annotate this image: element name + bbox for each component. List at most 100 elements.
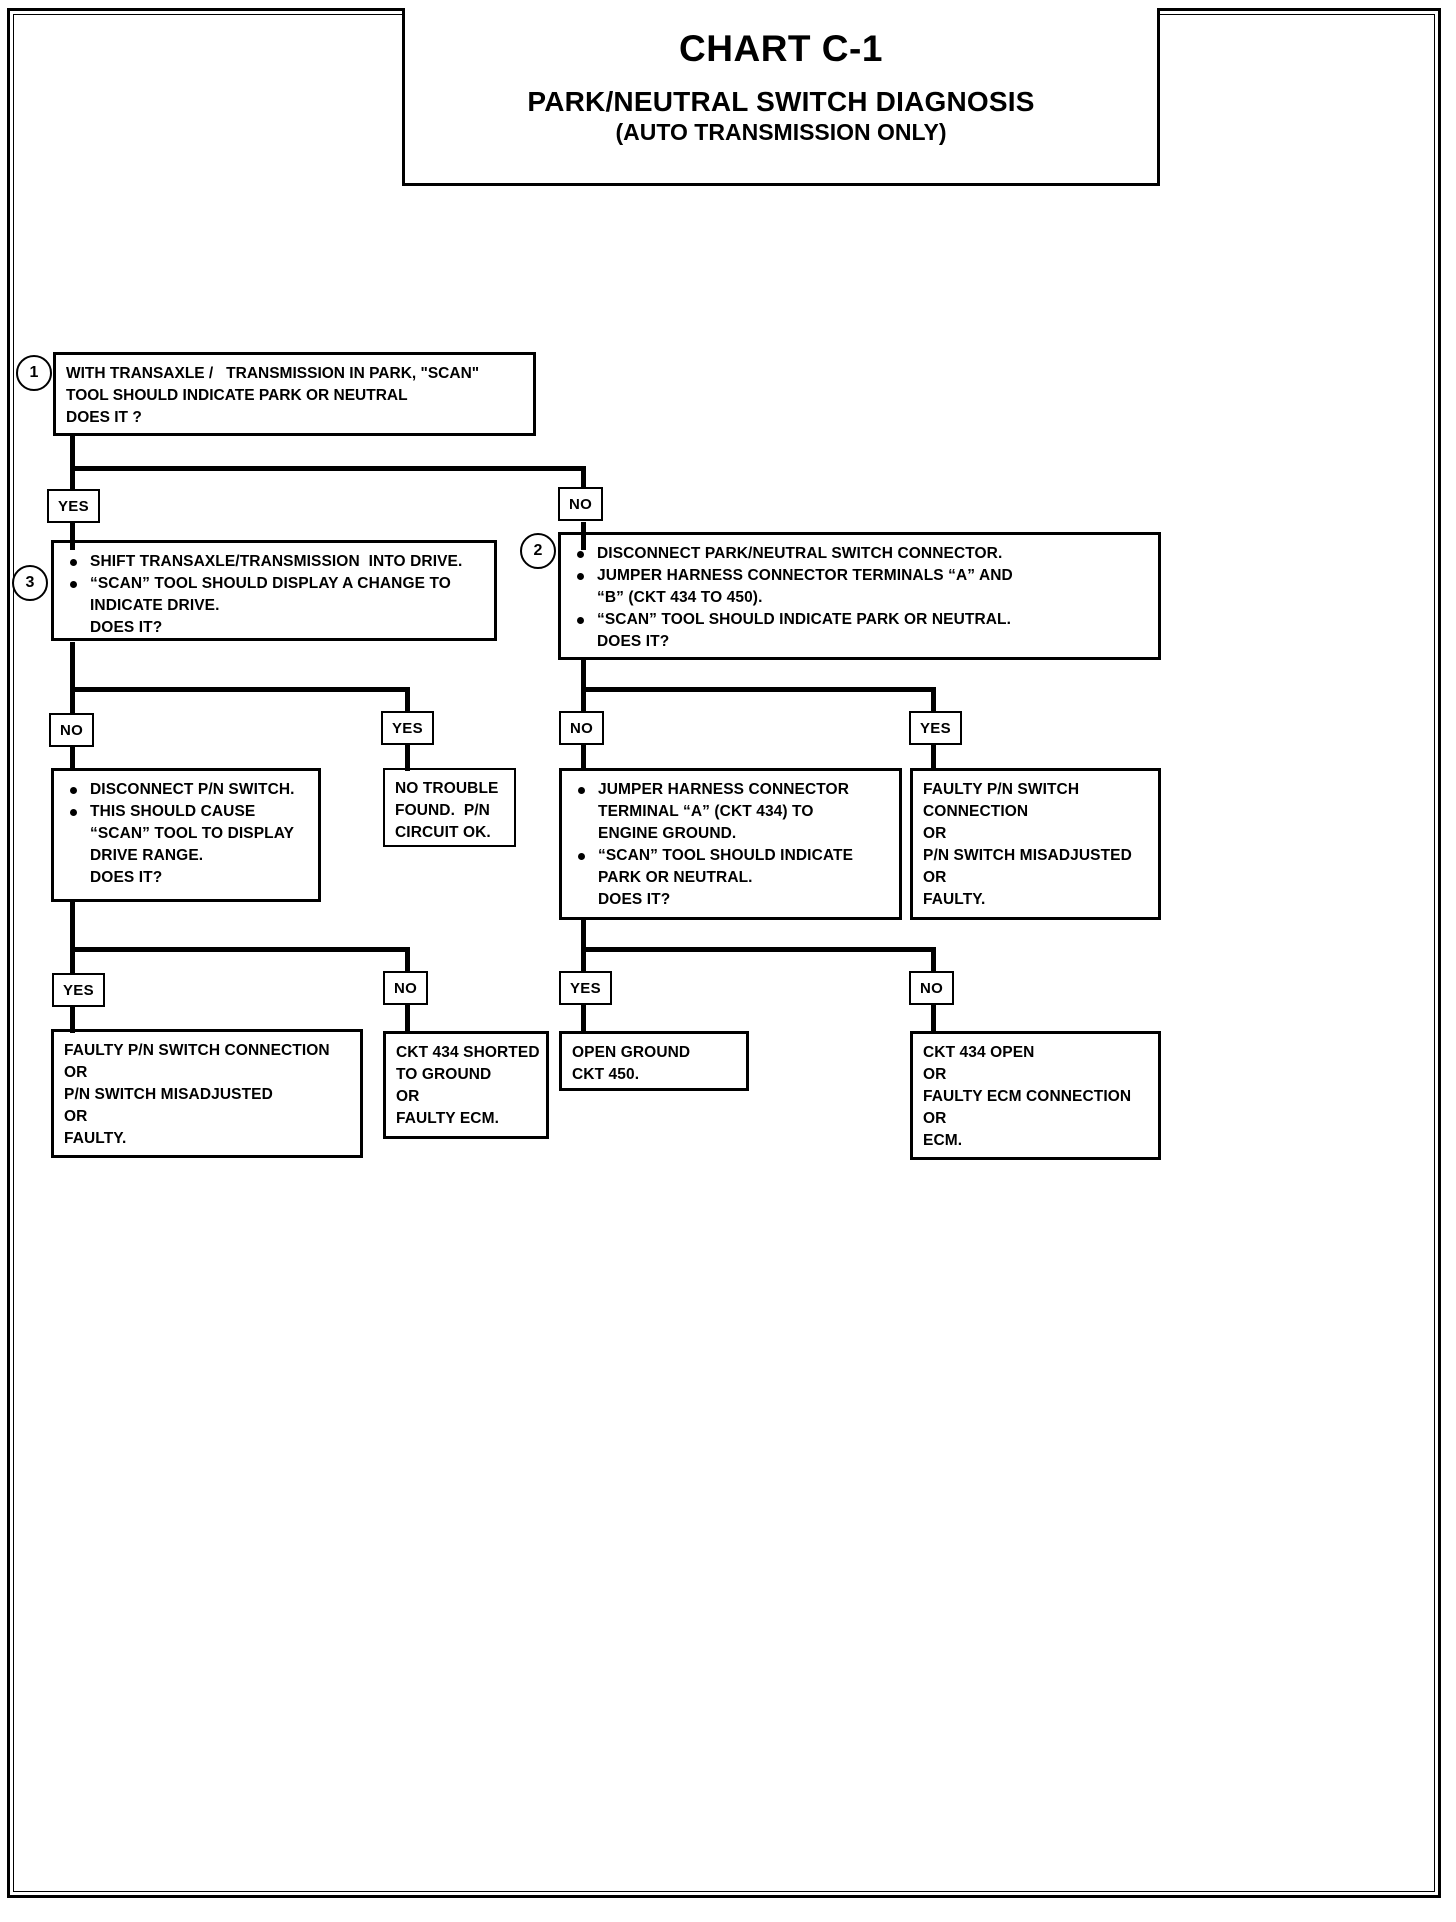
- connector-jumper-no-to-box: [931, 1005, 936, 1033]
- connector-jumper-split: [581, 947, 936, 952]
- box-jumper-bullet-1-cont-1: TERMINAL “A” (CKT 434) TO: [598, 803, 814, 820]
- connector-disconnect-yes-down: [70, 947, 75, 977]
- box-step1-line-2: TOOL SHOULD INDICATE PARK OR NEUTRAL: [66, 387, 408, 404]
- list-item: JUMPER HARNESS CONNECTOR TERMINALS “A” A…: [571, 565, 1148, 609]
- connector-step3-yes-down: [405, 687, 410, 721]
- list-item: DISCONNECT PARK/NEUTRAL SWITCH CONNECTOR…: [571, 543, 1148, 565]
- step-marker-1: 1: [16, 355, 52, 391]
- box-step3-bullet-2-cont-2: DOES IT?: [90, 619, 163, 636]
- connector-step1-yes-down: [70, 466, 75, 502]
- box-ckt434-open-line-2: OR: [923, 1066, 947, 1083]
- connector-yes-to-step3: [70, 522, 75, 550]
- connector-step3-down: [70, 642, 75, 690]
- branch-step2-yes: YES: [909, 711, 962, 745]
- connector-step3-split: [70, 687, 410, 692]
- page-inner-border: [13, 14, 1435, 1892]
- box-step2-bullet-3: “SCAN” TOOL SHOULD INDICATE PARK OR NEUT…: [597, 611, 1012, 628]
- box-open-ground-line-2: CKT 450.: [572, 1066, 640, 1083]
- box-step1-line-1: WITH TRANSAXLE / TRANSMISSION IN PARK, "…: [66, 365, 480, 382]
- list-item: “SCAN” TOOL SHOULD INDICATE PARK OR NEUT…: [571, 609, 1148, 653]
- box-faulty-bottom-line-3: P/N SWITCH MISADJUSTED: [64, 1086, 273, 1103]
- box-jumper-bullet-2: “SCAN” TOOL SHOULD INDICATE: [598, 847, 854, 864]
- box-faulty-bottom-line-4: OR: [64, 1108, 88, 1125]
- box-open-ground-line-1: OPEN GROUND: [572, 1044, 691, 1061]
- list-item: JUMPER HARNESS CONNECTOR TERMINAL “A” (C…: [572, 779, 889, 845]
- connector-no-to-step2: [581, 522, 586, 550]
- connector-step3-yes-to-box: [405, 745, 410, 771]
- box-disconnect-pn-switch: DISCONNECT P/N SWITCH. THIS SHOULD CAUSE…: [51, 768, 321, 902]
- list-item: DISCONNECT P/N SWITCH.: [64, 779, 308, 801]
- box-ckt434-open-line-1: CKT 434 OPEN: [923, 1044, 1035, 1061]
- box-ckt434-open-line-4: OR: [923, 1110, 947, 1127]
- box-step3-bullet-list: SHIFT TRANSAXLE/TRANSMISSION INTO DRIVE.…: [64, 551, 484, 639]
- box-ckt434-shorted-line-3: OR: [396, 1088, 420, 1105]
- box-faulty-right-line-4: P/N SWITCH MISADJUSTED: [923, 847, 1132, 864]
- connector-step2-yes-to-box: [931, 745, 936, 771]
- step-marker-2: 2: [520, 533, 556, 569]
- branch-step1-yes: YES: [47, 489, 100, 523]
- box-step2-bullet-1: DISCONNECT PARK/NEUTRAL SWITCH CONNECTOR…: [597, 545, 1003, 562]
- box-jumper-bullet-2-cont-1: PARK OR NEUTRAL.: [598, 869, 753, 886]
- connector-step2-split: [581, 687, 936, 692]
- connector-jumper-yes-down: [581, 947, 586, 977]
- connector-jumper-down: [581, 918, 586, 970]
- box-step3-bullet-2: “SCAN” TOOL SHOULD DISPLAY A CHANGE TO: [90, 575, 451, 592]
- connector-step1-down: [70, 434, 75, 470]
- chart-heading: PARK/NEUTRAL SWITCH DIAGNOSIS: [527, 85, 1035, 117]
- connector-step3-no-down: [70, 687, 75, 721]
- branch-disconnect-no: NO: [383, 971, 429, 1005]
- connector-disconnect-no-to-box: [405, 1005, 410, 1033]
- box-open-ground: OPEN GROUND CKT 450.: [559, 1031, 749, 1091]
- box-ckt434-open: CKT 434 OPEN OR FAULTY ECM CONNECTION OR…: [910, 1031, 1161, 1160]
- step-marker-3: 3: [12, 565, 48, 601]
- box-faulty-right-line-1: FAULTY P/N SWITCH: [923, 781, 1080, 798]
- box-step3-bullet-2-cont-1: INDICATE DRIVE.: [90, 597, 220, 614]
- connector-step2-down: [581, 660, 586, 708]
- list-item: SHIFT TRANSAXLE/TRANSMISSION INTO DRIVE.: [64, 551, 484, 573]
- box-disconnect-bullet-2-cont-2: DRIVE RANGE.: [90, 847, 204, 864]
- list-item: “SCAN” TOOL SHOULD DISPLAY A CHANGE TO I…: [64, 573, 484, 639]
- box-ckt434-shorted-line-2: TO GROUND: [396, 1066, 492, 1083]
- connector-step2-no-to-box: [581, 745, 586, 771]
- connector-disconnect-down: [70, 900, 75, 952]
- box-step2-bullet-2-cont-1: “B” (CKT 434 TO 450).: [597, 589, 763, 606]
- list-item: THIS SHOULD CAUSE “SCAN” TOOL TO DISPLAY…: [64, 801, 308, 889]
- box-no-trouble-line-2: FOUND. P/N: [395, 802, 490, 819]
- connector-step2-yes-down: [931, 687, 936, 721]
- box-ckt434-shorted: CKT 434 SHORTED TO GROUND OR FAULTY ECM.: [383, 1031, 549, 1139]
- box-no-trouble-found: NO TROUBLE FOUND. P/N CIRCUIT OK.: [383, 768, 516, 847]
- box-faulty-right-line-5: OR: [923, 869, 947, 886]
- box-step2-bullet-3-cont-1: DOES IT?: [597, 633, 670, 650]
- box-faulty-right-line-6: FAULTY.: [923, 891, 986, 908]
- chart-id: CHART C-1: [679, 28, 883, 69]
- box-ckt434-shorted-line-1: CKT 434 SHORTED: [396, 1044, 540, 1061]
- title-block: CHART C-1 PARK/NEUTRAL SWITCH DIAGNOSIS …: [402, 8, 1160, 186]
- chart-subheading: (AUTO TRANSMISSION ONLY): [615, 118, 947, 145]
- connector-disconnect-no-down: [405, 947, 410, 977]
- box-jumper-bullet-1-cont-2: ENGINE GROUND.: [598, 825, 737, 842]
- connector-step1-no-down: [581, 466, 586, 502]
- box-faulty-bottom-line-2: OR: [64, 1064, 88, 1081]
- box-no-trouble-line-3: CIRCUIT OK.: [395, 824, 491, 841]
- box-ckt434-open-line-5: ECM.: [923, 1132, 963, 1149]
- branch-step1-no: NO: [558, 487, 604, 521]
- box-jumper-bullet-2-cont-2: DOES IT?: [598, 891, 671, 908]
- box-faulty-bottom-line-5: FAULTY.: [64, 1130, 127, 1147]
- connector-disconnect-yes-to-box: [70, 1005, 75, 1033]
- box-ckt434-shorted-line-4: FAULTY ECM.: [396, 1110, 500, 1127]
- box-ckt434-open-line-3: FAULTY ECM CONNECTION: [923, 1088, 1132, 1105]
- branch-step2-no: NO: [559, 711, 605, 745]
- box-step2-action: DISCONNECT PARK/NEUTRAL SWITCH CONNECTOR…: [558, 532, 1161, 660]
- branch-step3-no: NO: [49, 713, 95, 747]
- connector-step2-no-down: [581, 687, 586, 721]
- box-jumper-bullet-list: JUMPER HARNESS CONNECTOR TERMINAL “A” (C…: [572, 779, 889, 911]
- box-step1-line-3: DOES IT ?: [66, 409, 142, 426]
- box-jumper-bullet-1: JUMPER HARNESS CONNECTOR: [598, 781, 850, 798]
- connector-jumper-no-down: [931, 947, 936, 977]
- box-faulty-right-line-3: OR: [923, 825, 947, 842]
- box-step2-bullet-list: DISCONNECT PARK/NEUTRAL SWITCH CONNECTOR…: [571, 543, 1148, 653]
- box-disconnect-bullet-2-cont-1: “SCAN” TOOL TO DISPLAY: [90, 825, 295, 842]
- box-jumper-engine-ground: JUMPER HARNESS CONNECTOR TERMINAL “A” (C…: [559, 768, 902, 920]
- box-faulty-right-line-2: CONNECTION: [923, 803, 1029, 820]
